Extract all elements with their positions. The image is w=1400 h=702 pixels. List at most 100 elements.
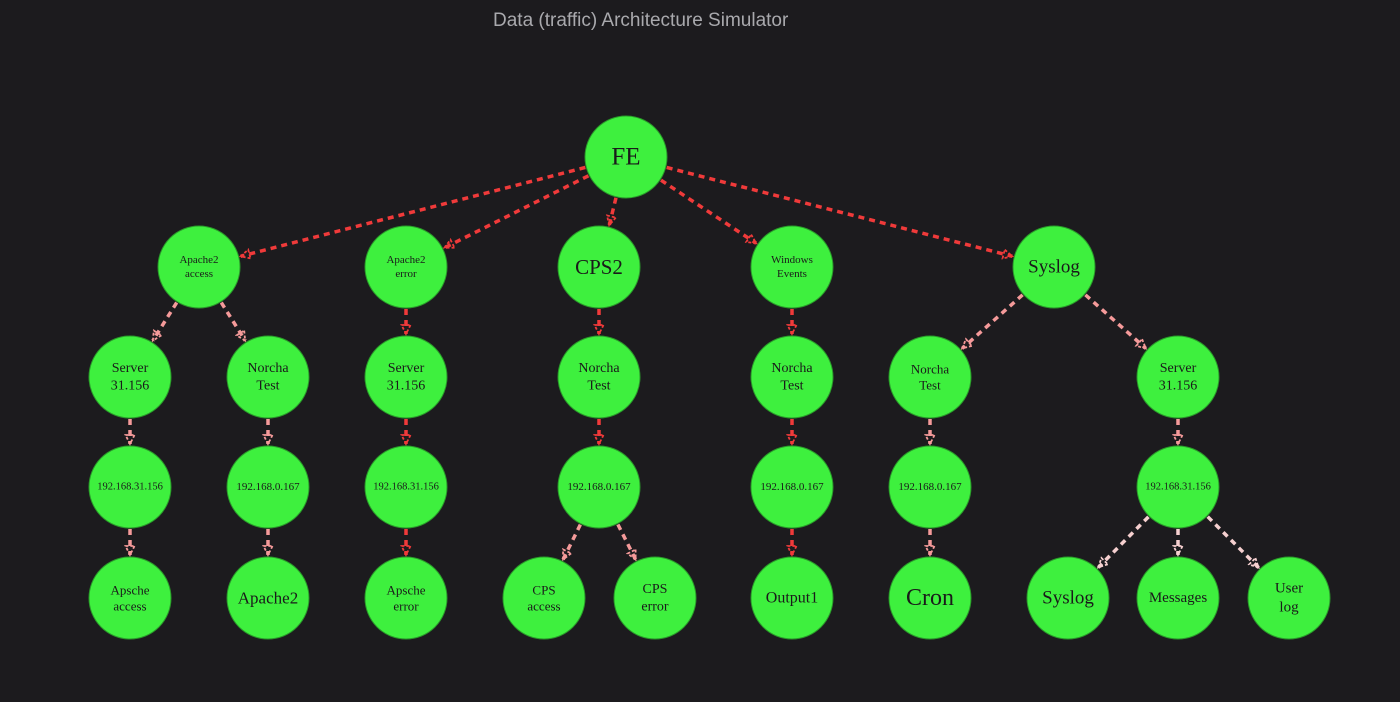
node-a1-ip-1[interactable]: 192.168.31.156 xyxy=(88,445,172,529)
node-label: Apsche xyxy=(387,582,426,597)
node-circle xyxy=(364,335,448,419)
node-syslog-source[interactable]: Syslog xyxy=(1012,225,1096,309)
node-circle xyxy=(1247,556,1331,640)
node-label: Events xyxy=(777,268,807,280)
node-circle xyxy=(226,445,310,529)
node-label: Messages xyxy=(1149,590,1207,606)
node-messages[interactable]: Messages xyxy=(1136,556,1220,640)
node-label: Norcha xyxy=(771,361,813,376)
node-label: Norcha xyxy=(247,361,289,376)
node-circle xyxy=(888,335,972,419)
node-label: Test xyxy=(256,378,279,393)
node-label: User xyxy=(1275,581,1303,597)
node-s-ip-1[interactable]: 192.168.0.167 xyxy=(888,445,972,529)
node-label: Norcha xyxy=(911,361,949,376)
node-label: CPS xyxy=(532,582,555,597)
edge-apache2-access-to-a1-norcha xyxy=(219,301,245,341)
node-cps2[interactable]: CPS2 xyxy=(557,225,641,309)
node-c-ip[interactable]: 192.168.0.167 xyxy=(557,445,641,529)
node-circle xyxy=(157,225,241,309)
node-label: Apsche xyxy=(111,582,150,597)
node-a1-ip-2[interactable]: 192.168.0.167 xyxy=(226,445,310,529)
node-label: Server xyxy=(388,361,425,376)
node-label: 192.168.0.167 xyxy=(567,481,631,493)
node-label: error xyxy=(641,599,669,614)
node-label: access xyxy=(527,599,560,614)
edge-syslog-source-to-s-server xyxy=(1084,293,1145,349)
node-output1[interactable]: Output1 xyxy=(750,556,834,640)
edge-fe-to-cps2 xyxy=(609,197,616,225)
node-label: Windows xyxy=(771,254,813,266)
node-a2-server[interactable]: Server 31.156 xyxy=(364,335,448,419)
node-circle xyxy=(502,556,586,640)
node-circle xyxy=(888,445,972,529)
node-circle xyxy=(1026,556,1110,640)
node-label: Apache2 xyxy=(238,589,298,608)
node-s-ip-2[interactable]: 192.168.31.156 xyxy=(1136,445,1220,529)
node-circle xyxy=(88,335,172,419)
node-circle xyxy=(1136,445,1220,529)
node-circle xyxy=(888,556,972,640)
node-label: 192.168.0.167 xyxy=(898,481,962,493)
node-label: 31.156 xyxy=(387,378,426,393)
node-circle xyxy=(88,445,172,529)
edge-s-ip-2-to-syslog-out xyxy=(1098,515,1150,568)
node-label: FE xyxy=(611,144,640,171)
node-cps-access[interactable]: CPS access xyxy=(502,556,586,640)
node-circle xyxy=(557,445,641,529)
node-circle xyxy=(750,335,834,419)
node-apache2-out[interactable]: Apache2 xyxy=(226,556,310,640)
node-circle xyxy=(364,445,448,529)
node-fe[interactable]: FE xyxy=(584,115,668,199)
node-label: 31.156 xyxy=(1159,378,1198,393)
page-title: Data (traffic) Architecture Simulator xyxy=(493,10,789,31)
edge-syslog-source-to-s-norcha xyxy=(962,293,1024,349)
node-circle xyxy=(1136,556,1220,640)
node-label: Apache2 xyxy=(386,254,425,266)
node-circle xyxy=(226,556,310,640)
node-circle xyxy=(1136,335,1220,419)
node-label: 192.168.31.156 xyxy=(1145,482,1211,493)
node-apsche-error[interactable]: Apsche error xyxy=(364,556,448,640)
node-label: Test xyxy=(780,378,803,393)
edge-fe-to-syslog-source xyxy=(666,165,1013,256)
node-circle xyxy=(1012,225,1096,309)
node-w-ip[interactable]: 192.168.0.167 xyxy=(750,445,834,529)
node-circle xyxy=(750,556,834,640)
node-a1-server[interactable]: Server 31.156 xyxy=(88,335,172,419)
node-circle xyxy=(584,115,668,199)
node-label: Output1 xyxy=(766,590,818,607)
node-syslog-out[interactable]: Syslog xyxy=(1026,556,1110,640)
node-label: Test xyxy=(587,378,610,393)
edge-s-ip-2-to-user-log xyxy=(1206,515,1259,568)
node-circle xyxy=(750,445,834,529)
edge-layer xyxy=(130,165,1259,568)
node-label: Cron xyxy=(906,585,954,611)
node-circle xyxy=(750,225,834,309)
node-circle xyxy=(364,225,448,309)
node-label: Norcha xyxy=(578,361,620,376)
node-label: CPS2 xyxy=(575,255,623,279)
node-label: error xyxy=(395,268,417,280)
node-label: error xyxy=(393,599,419,614)
edge-fe-to-windows-events xyxy=(660,178,756,243)
node-cron[interactable]: Cron xyxy=(888,556,972,640)
node-apache2-error[interactable]: Apache2 error xyxy=(364,225,448,309)
node-label: 31.156 xyxy=(111,378,150,393)
edge-apache2-access-to-a1-server xyxy=(153,301,179,341)
edge-fe-to-apache2-error xyxy=(444,174,590,248)
node-label: Server xyxy=(112,361,149,376)
node-a2-ip[interactable]: 192.168.31.156 xyxy=(364,445,448,529)
